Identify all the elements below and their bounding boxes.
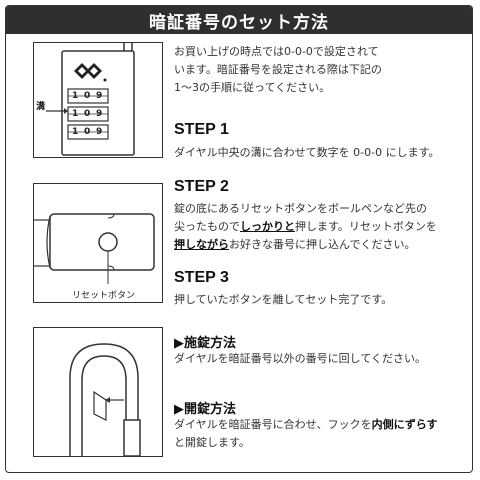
reset-button-illustration	[34, 213, 155, 284]
step1-heading: STEP 1	[174, 121, 229, 138]
step1-text: ダイヤル中央の溝に合わせて数字を 0-0-0 にします。	[174, 146, 440, 159]
unlock-line: ダイヤルを暗証番号に合わせ、フックを内側にずらす	[174, 416, 438, 434]
dial-digit: 9	[96, 91, 103, 101]
step3-heading: STEP 3	[174, 269, 229, 286]
reset-button-label: リセットボタン	[72, 291, 136, 301]
intro-line: お買い上げの時点では0-0-0で設定されて	[174, 45, 379, 58]
unlock-emphasis: 内側にずらす	[371, 418, 438, 431]
dial-digit: 0	[84, 91, 91, 101]
page-title-text: 暗証番号のセット方法	[149, 12, 329, 33]
step2-text-part: 押します。リセットボタンを	[295, 220, 437, 233]
intro-text: お買い上げの時点では0-0-0で設定されて います。暗証番号を設定される際は下記…	[174, 43, 382, 97]
dial-digit: 1	[72, 109, 79, 119]
figure-reset-button: リセットボタン	[33, 183, 163, 303]
dial-lock-illustration	[46, 43, 135, 156]
lock-heading: ▶施錠方法	[174, 336, 236, 351]
lock-text: ダイヤルを暗証番号以外の番号に回してください。	[174, 352, 427, 365]
figure-dial-lock: 溝 1 0 9 1 0 9 1 0 9	[33, 42, 163, 158]
unlock-text: ダイヤルを暗証番号に合わせ、フックを内側にずらす と開錠します。	[174, 416, 438, 452]
dial-digit: 0	[84, 109, 91, 119]
step2-emphasis: 押しながら	[174, 238, 229, 251]
dial-digit: 9	[96, 127, 103, 137]
unlock-heading: ▶開錠方法	[174, 402, 236, 417]
dial-row-3	[67, 124, 109, 140]
step2-emphasis: しっかりと	[240, 220, 295, 233]
dial-digit: 1	[72, 127, 79, 137]
dial-row-1	[67, 88, 109, 104]
step2-text-part: お好きな番号に押し込んでください。	[229, 238, 416, 251]
step2-text: 錠の底にあるリセットボタンをボールペンなど先の 尖ったものでしっかりと押します。…	[174, 200, 437, 254]
intro-line: 1〜3の手順に従ってください。	[174, 81, 331, 94]
dial-row-2	[67, 106, 109, 122]
card-frame	[5, 5, 473, 473]
hook-illustration	[69, 343, 141, 456]
dial-digit: 9	[96, 109, 103, 119]
step2-line: 錠の底にあるリセットボタンをボールペンなど先の	[174, 202, 427, 215]
dial-digit: 0	[84, 127, 91, 137]
intro-line: います。暗証番号を設定される際は下記の	[174, 63, 382, 76]
step2-text-part: 尖ったもので	[174, 220, 240, 233]
step2-heading: STEP 2	[174, 178, 229, 195]
unlock-line: と開錠します。	[174, 436, 250, 449]
page-title: 暗証番号のセット方法	[6, 6, 472, 34]
figure-hook	[33, 327, 163, 457]
step2-line: 押しながらお好きな番号に押し込んでください。	[174, 236, 437, 254]
step3-text: 押していたボタンを離してセット完了です。	[174, 293, 393, 306]
reset-button-icon	[98, 232, 118, 252]
groove-label: 溝	[36, 102, 46, 112]
dial-digit: 1	[72, 91, 79, 101]
brand-logo-icon	[74, 63, 107, 82]
unlock-text-part: ダイヤルを暗証番号に合わせ、フックを	[174, 418, 372, 431]
step2-line: 尖ったものでしっかりと押します。リセットボタンを	[174, 218, 437, 236]
